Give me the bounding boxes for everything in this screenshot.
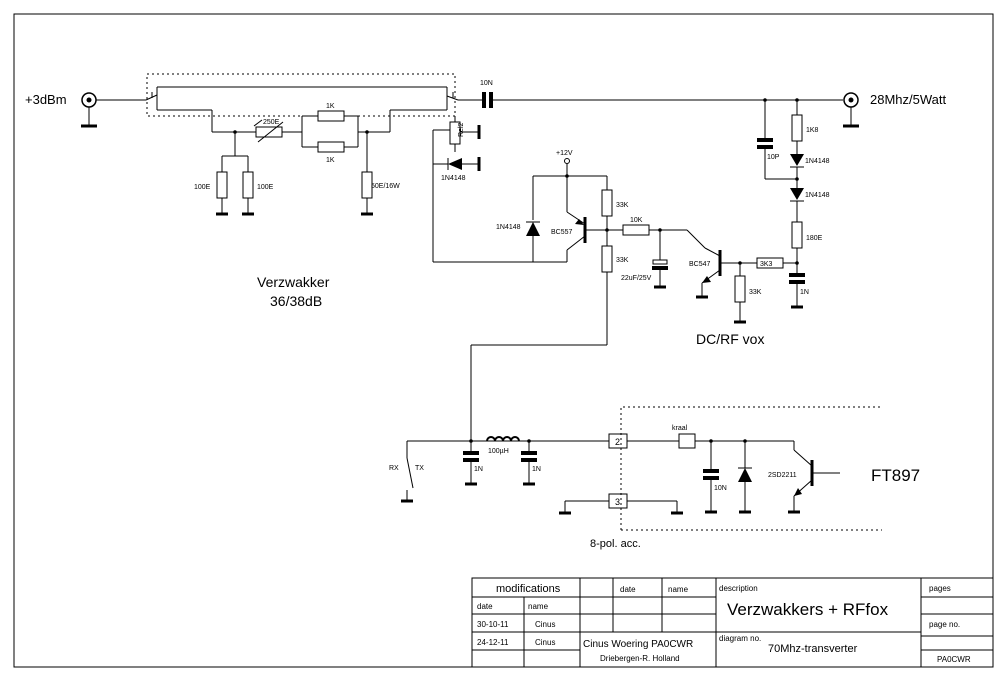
input-label: +3dBm	[25, 92, 67, 107]
row2-date: 24-12-11	[477, 638, 509, 647]
supply-label: +12V	[556, 150, 573, 157]
callsign: PA0CWR	[937, 655, 971, 664]
r-250e-label: 250E	[263, 119, 280, 126]
rx-label: RX	[389, 465, 399, 472]
r-100e-a-label: 100E	[194, 184, 211, 191]
c-1n-b-label: 1N	[532, 466, 541, 473]
date-header: date	[477, 602, 493, 611]
cap-22uf	[652, 259, 668, 265]
d-1n4148-b-label: 1N4148	[496, 224, 521, 231]
diagram-no: 70Mhz-transverter	[768, 643, 858, 655]
r-10k-label: 10K	[630, 217, 643, 224]
name-header: name	[528, 602, 549, 611]
rx-tx-switch	[406, 457, 414, 489]
diode-1n4148-d	[790, 188, 804, 200]
author: Cinus Woering PA0CWR	[583, 639, 693, 650]
description: Verzwakkers + RFfox	[727, 600, 889, 619]
resistor-1k-bottom	[317, 141, 345, 153]
output-label: 28Mhz/5Watt	[870, 92, 946, 107]
r-rel-label: Rel2	[458, 122, 465, 137]
row1-name: Cinus	[535, 620, 555, 629]
modifications-label: modifications	[496, 583, 561, 595]
resistor-10k	[622, 224, 650, 236]
vox-title: DC/RF vox	[696, 331, 764, 347]
diode-protect	[738, 468, 752, 482]
kraal-label: kraal	[672, 425, 688, 432]
description-label: description	[719, 584, 758, 593]
resistor-100e-a	[216, 171, 228, 199]
amplifier-value: 36/38dB	[270, 293, 322, 309]
r-1k-bottom-label: 1K	[326, 157, 335, 164]
r-33k-b-label: 33K	[616, 257, 629, 264]
r-3k3-label: 3K3	[760, 261, 773, 268]
diode-1n4148-b	[526, 222, 540, 236]
location: Driebergen-R. Holland	[600, 654, 680, 663]
radio-label: FT897	[871, 466, 920, 485]
d-1n4148-c-label: 1N4148	[805, 158, 830, 165]
c-1n-vox-label: 1N	[800, 289, 809, 296]
inductor-100uh	[486, 436, 520, 442]
row1-date: 30-10-11	[477, 620, 509, 629]
pin2-label: 2	[615, 437, 620, 447]
d-1n4148-a-label: 1N4148	[441, 175, 466, 182]
amplifier-title: Verzwakker	[257, 274, 330, 290]
resistor-33k-b	[601, 245, 613, 273]
title-block	[471, 577, 994, 668]
t-bc547-label: BC547	[689, 261, 711, 268]
resistor-1k8	[791, 114, 803, 142]
input-connector	[81, 92, 97, 128]
transistor-bc557	[566, 211, 607, 251]
c-1n-a-label: 1N	[474, 466, 483, 473]
resistor-1k-top	[317, 110, 345, 122]
t-bc557-label: BC557	[551, 229, 573, 236]
resistor-33k-c	[734, 275, 746, 303]
page-no-label: page no.	[929, 620, 960, 629]
resistor-250e	[255, 126, 283, 138]
date-header-2: date	[620, 585, 636, 594]
ft897-outline-top	[620, 406, 882, 530]
c-22uf-label: 22uF/25V	[621, 275, 652, 282]
r-33k-c-label: 33K	[749, 289, 762, 296]
r-1k8-label: 1K8	[806, 127, 819, 134]
resistor-100e-b	[242, 171, 254, 199]
pin3-label: 3	[615, 497, 620, 507]
l-100uh-label: 100µH	[488, 448, 509, 455]
diode-1n4148-a	[448, 158, 462, 170]
tx-label: TX	[415, 465, 424, 472]
diagram-no-label: diagram no.	[719, 634, 761, 643]
r-33k-a-label: 33K	[616, 202, 629, 209]
connector-label: 8-pol. acc.	[590, 538, 641, 550]
resistor-33k-a	[601, 189, 613, 217]
diode-1n4148-c	[790, 154, 804, 166]
transistor-2sd2211	[793, 449, 840, 497]
t-2sd2211-label: 2SD2211	[768, 472, 797, 479]
resistor-180e	[791, 221, 803, 249]
r-180e-label: 180E	[806, 235, 823, 242]
row2-name: Cinus	[535, 638, 555, 647]
ferrite-bead	[678, 433, 696, 449]
pages-label: pages	[929, 584, 951, 593]
d-1n4148-d-label: 1N4148	[805, 192, 830, 199]
c-10n-top-label: 10N	[480, 80, 493, 87]
c-10p-label: 10P	[767, 154, 780, 161]
r-50e-label: 50E/16W	[371, 183, 400, 190]
name-header-2: name	[668, 585, 689, 594]
output-connector	[843, 92, 859, 128]
r-100e-b-label: 100E	[257, 184, 274, 191]
r-1k-top-label: 1K	[326, 103, 335, 110]
c-10n-ft-label: 10N	[714, 485, 727, 492]
drawing-frame	[13, 13, 994, 668]
